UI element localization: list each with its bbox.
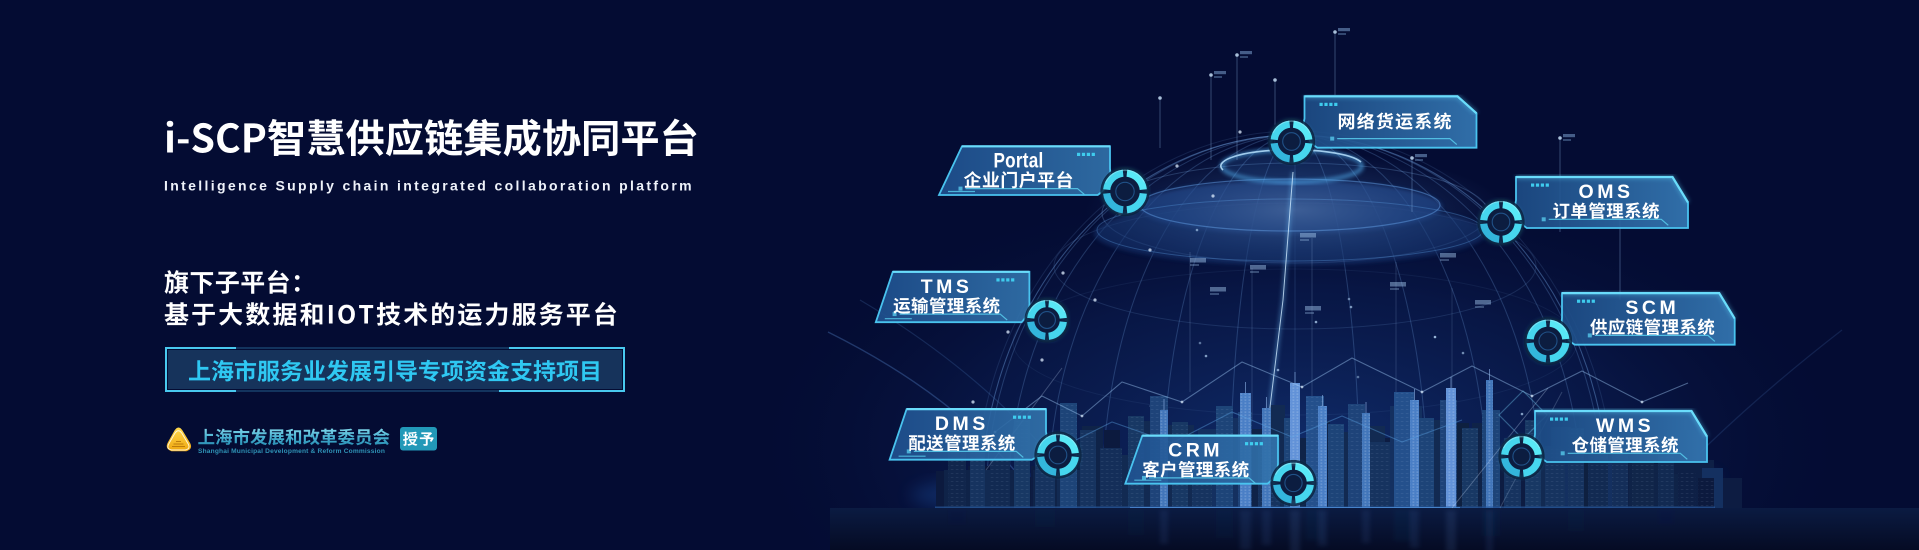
svg-text:Shanghai Municipal Development: Shanghai Municipal Development & Reform … (198, 448, 385, 455)
svg-text:OMS: OMS (1579, 181, 1634, 203)
svg-text:DMS: DMS (935, 413, 989, 435)
svg-text:CRM: CRM (1168, 440, 1223, 462)
svg-text:TMS: TMS (921, 276, 973, 298)
svg-text:WMS: WMS (1596, 415, 1654, 437)
svg-text:Portal: Portal (994, 148, 1044, 172)
svg-text:Intelligence Supply chain inte: Intelligence Supply chain integrated col… (164, 178, 694, 194)
svg-text:SCM: SCM (1625, 297, 1679, 319)
